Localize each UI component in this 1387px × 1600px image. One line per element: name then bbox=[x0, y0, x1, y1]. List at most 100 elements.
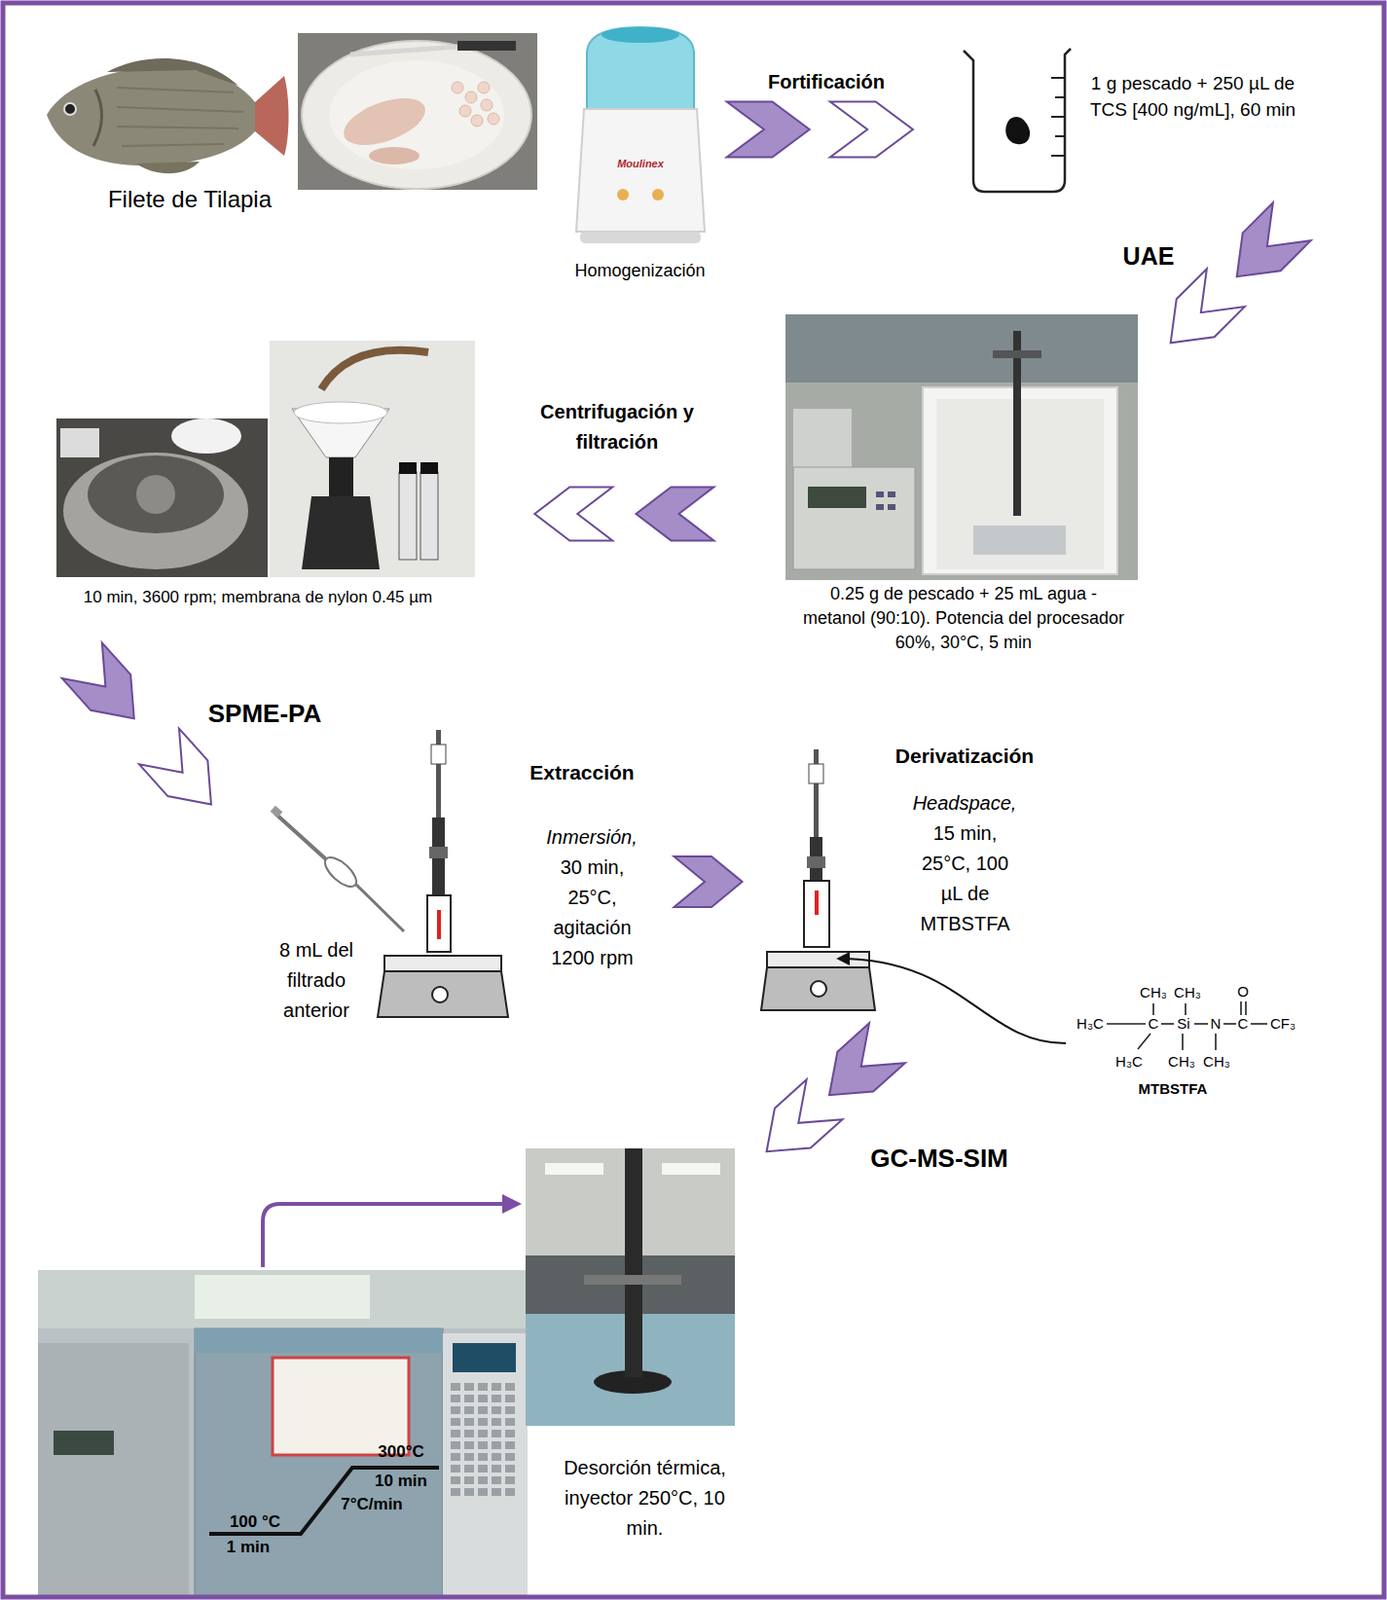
atom-label: CF₃ bbox=[1270, 1016, 1296, 1033]
step-caption: 0.25 g de pescado + 25 mL agua - metanol… bbox=[801, 582, 1127, 656]
filtration-photo-part bbox=[293, 401, 388, 424]
fillet-photo-part bbox=[487, 112, 500, 125]
step-caption: Extracción bbox=[509, 760, 656, 786]
spme-derivatization-stand-part bbox=[761, 967, 876, 1011]
chevron bbox=[830, 101, 913, 157]
spme-extraction-stand-part bbox=[432, 817, 445, 901]
spme-extraction-stand-part bbox=[427, 895, 451, 952]
injector-photo bbox=[525, 1148, 735, 1426]
mtbstfa-bonds-part bbox=[1244, 1001, 1247, 1016]
step-photo: Filete de Tilapia bbox=[38, 29, 541, 224]
blender-illustration-part bbox=[576, 109, 705, 232]
fillet-photo bbox=[297, 33, 538, 190]
blender-illustration-part bbox=[601, 27, 680, 43]
chevron-connector bbox=[727, 101, 913, 157]
transfer-arrow-part bbox=[262, 1204, 518, 1268]
mtbstfa-bonds bbox=[1106, 1001, 1268, 1051]
chevron-connector bbox=[766, 1022, 906, 1152]
step-label: Fortificación bbox=[729, 70, 924, 95]
centrifuge-photo-part bbox=[87, 455, 224, 534]
spme-extraction-stand-part bbox=[377, 971, 509, 1018]
fillet-photo-part bbox=[328, 60, 505, 170]
beaker-illustration-part bbox=[963, 48, 1071, 192]
fillet-photo-part bbox=[471, 114, 483, 127]
step-photo: Homogenización bbox=[559, 19, 725, 292]
centrifuge-photo-part bbox=[171, 418, 242, 454]
chevron bbox=[766, 1079, 843, 1152]
fillet-photo-part bbox=[337, 88, 432, 155]
step-caption: Homogenización bbox=[559, 259, 721, 283]
step-caption: 30 min, 25°C, agitación 1200 rpm bbox=[541, 852, 644, 974]
atom-label: CH₃ bbox=[1173, 985, 1202, 1002]
fish-illustration-part bbox=[255, 75, 290, 156]
ultrasonic-photo-part bbox=[973, 525, 1066, 555]
gc-ms-photo-part bbox=[209, 1467, 439, 1534]
gc-ms-photo-part bbox=[194, 1328, 443, 1353]
fillet-photo-part bbox=[350, 46, 458, 55]
chevron bbox=[62, 642, 135, 719]
atom-label: N bbox=[1210, 1016, 1222, 1033]
injector-photo-part bbox=[545, 1163, 604, 1175]
mtbstfa-bonds-part bbox=[1240, 1001, 1242, 1016]
mtbstfa-bonds-part bbox=[1181, 1033, 1184, 1051]
atom-label: O bbox=[1237, 984, 1249, 1001]
fillet-photo-part bbox=[368, 146, 420, 165]
filtration-photo-part bbox=[399, 462, 417, 475]
fillet-photo-part bbox=[457, 40, 516, 51]
step-caption: Inmersión, bbox=[533, 822, 651, 853]
beaker-illustration-part bbox=[1005, 116, 1030, 145]
step-illustration: 8 mL del filtrado anterior ExtracciónInme… bbox=[257, 720, 667, 1032]
atom-label: CH₃ bbox=[1139, 985, 1168, 1002]
ultrasonic-photo-part bbox=[992, 350, 1042, 359]
spme-extraction-stand-part bbox=[429, 846, 448, 859]
step-caption: 1 g pescado + 250 µL de TCS [400 ng/mL],… bbox=[1088, 70, 1298, 123]
pipette-illustration bbox=[270, 805, 404, 932]
step-caption: Derivatización bbox=[876, 743, 1053, 769]
spme-derivatization-stand-part bbox=[808, 764, 824, 784]
mtbstfa-bonds-part bbox=[1223, 1022, 1237, 1025]
mtbstfa-bonds-part bbox=[1194, 1022, 1208, 1025]
fish-illustration-part bbox=[116, 87, 244, 146]
ultrasonic-photo-part bbox=[785, 314, 1138, 581]
filtration-photo-part bbox=[420, 472, 438, 560]
gc-ms-photo bbox=[37, 1270, 528, 1597]
mtbstfa-bonds-part bbox=[1152, 1003, 1155, 1016]
temperature-label: 300°C bbox=[377, 1443, 424, 1462]
atom-label: CH₃ bbox=[1168, 1054, 1196, 1071]
centrifuge-photo bbox=[56, 418, 268, 578]
gc-ms-photo-part bbox=[37, 1270, 528, 1331]
step-photo: 0.25 g de pescado + 25 mL agua - metanol… bbox=[778, 309, 1149, 665]
step-caption: Headspace, bbox=[906, 788, 1023, 819]
spme-extraction-stand-part bbox=[431, 744, 446, 765]
step-caption: 10 min, 3600 rpm; membrana de nylon 0.45… bbox=[34, 586, 482, 608]
atom-label: C bbox=[1238, 1016, 1249, 1033]
ultrasonic-photo-part bbox=[887, 504, 896, 511]
ultrasonic-photo-part bbox=[793, 467, 915, 570]
fillet-photo-part bbox=[459, 105, 472, 117]
atom-label: CH₃ bbox=[1203, 1054, 1231, 1071]
atom-label: H₃C bbox=[1115, 1054, 1143, 1071]
filtration-photo-part bbox=[420, 462, 438, 475]
centrifuge-photo-part bbox=[136, 474, 176, 514]
chevron-connector bbox=[534, 486, 714, 541]
step-label: UAE bbox=[1104, 241, 1193, 272]
mtbstfa-bonds-part bbox=[1106, 1022, 1146, 1025]
ultrasonic-photo-part bbox=[876, 504, 884, 511]
chevron-connector bbox=[1170, 202, 1312, 343]
step-label: SPME-PA bbox=[186, 697, 343, 730]
mtbstfa-bonds-part bbox=[1214, 1033, 1217, 1051]
step-label: GC-MS-SIM bbox=[856, 1142, 1022, 1175]
spme-derivatization-stand-part bbox=[806, 856, 826, 869]
ultrasonic-photo-part bbox=[887, 491, 896, 498]
atom-label: H₃C bbox=[1076, 1016, 1104, 1033]
fillet-photo-part bbox=[451, 81, 464, 94]
mtbstfa-bonds-part bbox=[1161, 1022, 1174, 1025]
ultrasonic-photo-part bbox=[1013, 330, 1022, 516]
spme-extraction-stand-part bbox=[437, 910, 441, 940]
reagent-arrow bbox=[839, 958, 1066, 1044]
filtration-photo-part bbox=[399, 472, 417, 560]
time-label: 10 min bbox=[374, 1472, 428, 1492]
ultrasonic-photo bbox=[785, 314, 1138, 581]
step-caption: 8 mL del filtrado anterior bbox=[267, 935, 365, 1026]
